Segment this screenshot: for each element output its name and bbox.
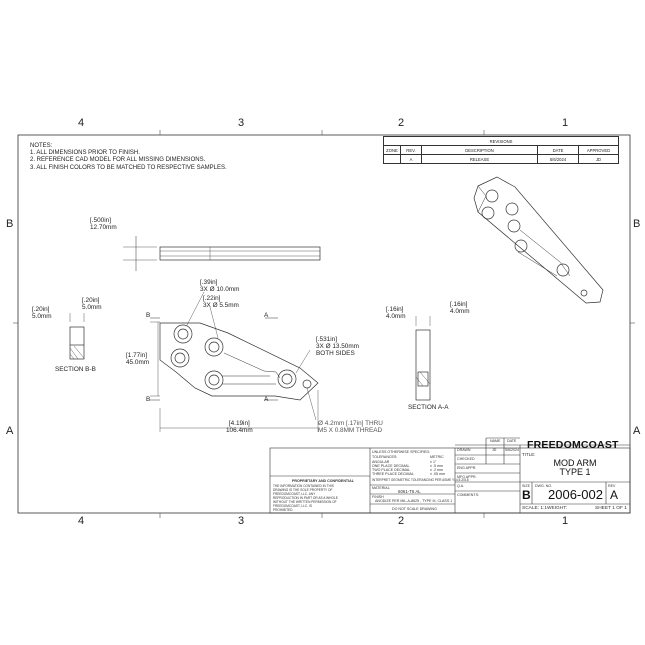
dim-height: [1.77in] 45.0mm	[126, 352, 150, 366]
mfg-appr-label: MFG APPR.	[457, 475, 477, 479]
column-header: APPROVED	[578, 145, 619, 155]
zone-label: 3	[238, 515, 245, 527]
tolerance-row: ONE PLACE DECIMAL	[372, 464, 410, 468]
tolerance-value: ± .5 mm	[430, 464, 443, 468]
weight-text: WEIGHT:	[547, 506, 567, 511]
zone-label: A	[633, 425, 641, 437]
section-marker-a: A	[264, 312, 269, 319]
geometric-note: INTERPRET GEOMETRIC TOLERANCING PER ASME…	[372, 478, 469, 482]
notes-block: NOTES: 1. ALL DIMENSIONS PRIOR TO FINISH…	[30, 143, 227, 172]
dim-section-a-left: [.16in] 4.0mm	[386, 306, 406, 320]
title-label: TITLE:	[522, 452, 536, 457]
dim-length: [4.19in] 106.4mm	[226, 420, 253, 434]
table-row: A RELEASE 5/6/2024 JD	[383, 154, 619, 164]
front-view	[150, 291, 319, 432]
column-header: DATE	[537, 145, 579, 155]
name-header: NAME	[490, 439, 501, 443]
zone-label: 4	[78, 117, 85, 129]
section-b-b-label: SECTION B-B	[55, 366, 96, 373]
dim-thread: Ø 4.2mm [.17in] THRU M5 X 0.8MM THREAD	[318, 420, 383, 434]
tolerance-metric: METRIC	[430, 455, 444, 459]
section-marker-b: B	[146, 396, 151, 403]
zone-label: 4	[78, 515, 85, 527]
section-marker-b: B	[146, 312, 151, 319]
zone-label: 1	[562, 117, 569, 129]
rev-value: A	[610, 488, 619, 502]
tolerance-heading: UNLESS OTHERWISE SPECIFIED:	[372, 450, 431, 454]
column-header: DESCRIPTION	[421, 145, 538, 155]
table-row: ZONE REV. DESCRIPTION DATE APPROVED	[383, 145, 619, 155]
tolerance-value: ± .2 mm	[430, 468, 443, 472]
title-block-frame	[269, 437, 631, 514]
section-a-a-view	[415, 316, 431, 401]
proprietary-heading: PROPRIETARY AND CONFIDENTIAL	[292, 479, 354, 483]
do-not-scale: DO NOT SCALE DRAWING	[392, 507, 437, 511]
date-header: DATE	[507, 439, 517, 443]
dim-hole-small: [.22in] 3X Ø 5.5mm	[203, 295, 239, 309]
dim-hole-large: [.39in] 3X Ø 10.0mm	[200, 279, 240, 293]
zone-label: 1	[562, 515, 569, 527]
dim-section-a-right: [.16in] 4.0mm	[450, 301, 470, 315]
checked-label: CHECKED	[457, 457, 475, 461]
note-item: 2. REFERENCE CAD MODEL FOR ALL MISSING D…	[30, 157, 206, 164]
dwg-number: 2006-002	[548, 487, 603, 502]
size-value: B	[522, 488, 531, 502]
dim-section-b-width: [.20in] 5.0mm	[82, 297, 102, 311]
note-item: 3. ALL FINISH COLORS TO BE MATCHED TO RE…	[30, 164, 227, 171]
section-b-b-view	[69, 313, 85, 360]
revisions-table: REVISIONS ZONE REV. DESCRIPTION DATE APP…	[383, 136, 619, 164]
rev-label: REV	[608, 484, 616, 488]
title-line-1: MOD ARM	[553, 458, 597, 468]
dim-thickness: [.500in] 12.70mm	[90, 217, 117, 231]
finish-value: ANODIZE PER MIL-A-8625 , TYPE III, CLASS…	[375, 499, 453, 503]
comments-label: COMMENTS:	[457, 493, 479, 497]
company-logo: FREEDOMCOAST	[527, 439, 619, 451]
tolerance-row: TWO PLACE DECIMAL	[372, 468, 411, 472]
column-header: REV.	[400, 145, 422, 155]
material-label: MATERIAL	[372, 486, 390, 490]
dwg-label: DWG. NO.	[535, 484, 553, 488]
table-cell: RELEASE	[421, 154, 538, 164]
scale-text: SCALE: 1:1	[522, 506, 548, 511]
tolerance-row: THREE PLACE DECIMAL	[372, 472, 414, 476]
zone-label: 2	[398, 515, 405, 527]
table-cell: 5/6/2024	[537, 154, 579, 164]
zone-label: B	[633, 218, 641, 230]
finish-label: FINISH	[372, 495, 384, 499]
dim-counterbore: [.531in] 3X Ø 13.50mm BOTH SIDES	[316, 336, 359, 357]
zone-label: 3	[238, 117, 245, 129]
drawn-label: DRAWN	[457, 448, 471, 452]
section-marker-a: A	[264, 396, 269, 403]
eng-appr-label: ENG APPR.	[457, 466, 477, 470]
tolerance-label: TOLERANCES:	[372, 455, 398, 459]
revisions-title: REVISIONS	[383, 136, 619, 146]
tolerance-row: ANGULAR	[372, 460, 390, 464]
material-value: 6061-T6 AL	[398, 489, 421, 494]
table-cell: A	[400, 154, 422, 164]
drawn-date: 5/6/2024	[505, 448, 519, 452]
zone-label: B	[6, 218, 14, 230]
size-label: SIZE	[522, 484, 530, 488]
proprietary-text: THE INFORMATION CONTAINED IN THIS DRAWIN…	[273, 484, 338, 512]
zone-label: A	[6, 425, 14, 437]
title-line-2: TYPE 1	[559, 467, 591, 477]
sheet-text: SHEET 1 OF 1	[595, 506, 627, 511]
notes-heading: NOTES:	[30, 143, 53, 149]
isometric-view	[473, 176, 604, 304]
table-cell: JD	[578, 154, 619, 164]
column-header: ZONE	[383, 145, 401, 155]
qa-label: Q.A.	[457, 484, 465, 488]
top-view	[123, 236, 321, 271]
dim-section-b-depth: [.20in] 5.0mm	[32, 306, 52, 320]
tolerance-value: ± 1°	[430, 460, 437, 464]
table-cell	[383, 154, 401, 164]
section-a-a-label: SECTION A-A	[408, 404, 449, 411]
note-item: 1. ALL DIMENSIONS PRIOR TO FINISH.	[30, 150, 140, 157]
sheet-frame	[17, 134, 631, 514]
drawn-name: JD	[492, 448, 497, 452]
zone-label: 2	[398, 117, 405, 129]
tolerance-value: ± .05 mm	[430, 472, 445, 476]
